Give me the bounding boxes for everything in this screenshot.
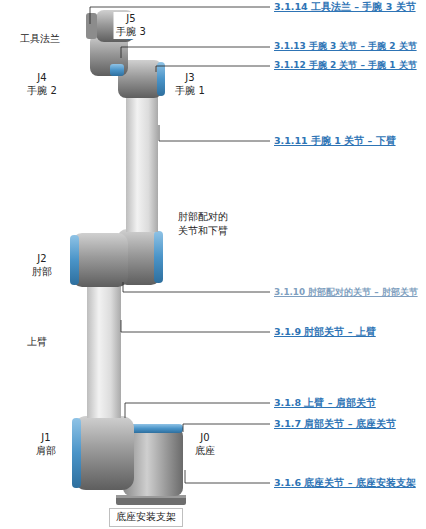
section-link: 3.1.12 手腕 2 关节 – 手腕 1 关节 <box>273 60 418 71</box>
leader-line <box>185 470 270 483</box>
joint-label: J3 手腕 1 <box>175 72 206 97</box>
part-label: 上臂 <box>27 336 47 349</box>
part-label: 工具法兰 <box>20 33 60 46</box>
blue-cap <box>157 62 165 96</box>
joint-label: J1 肩部 <box>35 432 58 457</box>
shoulder-joint <box>74 416 134 490</box>
section-link: 3.1.10 肘部配对的关节 – 肘部关节 <box>273 287 419 298</box>
leader-line <box>159 125 270 141</box>
leader-lines <box>90 7 270 483</box>
section-link: 3.1.8 上臂 – 肩部关节 <box>273 397 377 409</box>
leader-line <box>125 403 270 418</box>
tool-flange <box>86 13 97 39</box>
joint-label: J0 底座 <box>194 432 217 457</box>
part-label: 底座安装支架 <box>109 508 183 527</box>
leader-line <box>156 66 270 72</box>
section-link: 3.1.13 手腕 3 关节 – 手腕 2 关节 <box>273 41 418 52</box>
leader-line <box>121 320 270 332</box>
joint-label: J2 肘部 <box>31 253 54 278</box>
blue-cap <box>72 418 81 488</box>
mount-bracket <box>116 495 186 505</box>
leader-line <box>123 282 270 292</box>
leader-line <box>121 47 270 58</box>
upper-arm <box>87 284 121 418</box>
blue-cap <box>154 231 163 283</box>
section-link: 3.1.6 底座关节 – 底座安装支架 <box>273 477 417 489</box>
leader-line <box>183 424 270 432</box>
part-label: 肘部配对的 关节和下臂 <box>178 210 232 237</box>
section-link: 3.1.9 肘部关节 – 上臂 <box>273 326 377 338</box>
section-link: 3.1.7 肩部关节 – 底座关节 <box>273 418 397 430</box>
blue-cap <box>110 64 124 76</box>
joint-label: J4 手腕 2 <box>27 72 58 97</box>
elbow-joint <box>72 233 128 287</box>
blue-cap <box>70 235 79 285</box>
joint-label: J5 手腕 3 <box>114 12 149 39</box>
section-link: 3.1.11 手腕 1 关节 – 下臂 <box>273 135 397 147</box>
section-link: 3.1.14 工具法兰 – 手腕 3 关节 <box>273 1 417 13</box>
forearm <box>126 94 158 232</box>
